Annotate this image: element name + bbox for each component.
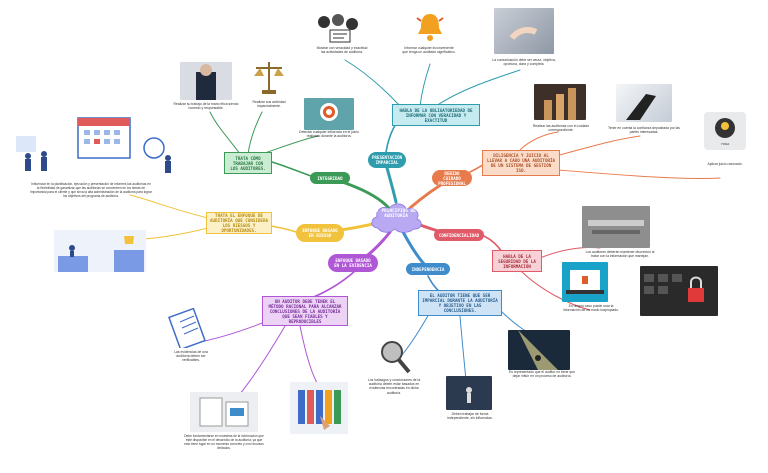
caption-riesgo-info: Influenciar en la planificación, ejecuci… [30,182,152,198]
head-idea-icon: YODA [704,112,746,150]
box-confidencialidad: HABLA DE LA SEGURIDAD DE LA INFORMACIÓN [492,250,542,272]
monitoring-icon [316,12,364,44]
caption-muestras: Debe fundamentarse en muestras de la inf… [184,434,264,450]
office-photo [582,206,650,248]
goal-trophy-icon [54,230,146,272]
businessman-photo [180,62,232,100]
businessman-pointing-photo [616,84,672,122]
caption-uso-info: En ningún caso puede usar la información… [563,304,619,313]
box-independencia: EL AUDITOR TIENE QUE SER IMPARCIAL DURAN… [418,290,502,316]
handshake-photo [494,8,554,54]
magnifier-icon [378,338,412,376]
center-topic: 7 PRINCIPIOS DE AUDITORÍA [368,200,424,234]
caption-importancia: Realizar las auditorías con el cuidado c… [532,124,590,133]
caption-etica: Realizar su trabajo de la mano ética sie… [173,102,239,111]
node-presentacion: PRESENTACIÓN IMPARCIAL [368,152,406,168]
node-independencia: INDEPENDENCIA [406,263,450,275]
calendar-team-icon [14,112,184,178]
binders-icon [290,382,348,434]
node-confidencialidad: CONFIDENCIALIDAD [434,229,484,241]
caption-comunicacion: La comunicación debe ser veraz, objetiva… [492,58,556,67]
checklist-icon [164,308,210,348]
caption-imparcial: Realizar sus actividad imparcialmente. [252,100,286,109]
node-evidencia: ENFOQUE BASADO EN LA EVIDENCIA [328,254,378,272]
alarm-bell-icon [414,10,446,44]
documents-photo [190,392,258,432]
laptop-security-icon [562,262,608,302]
center-label: 7 PRINCIPIOS DE AUDITORÍA [376,209,416,220]
caption-hallazgos: Los hallazgos y conclusiones de la audit… [367,378,421,395]
caption-confianza: Tener en cuenta la confianza depositada … [608,126,681,135]
target-photo [304,98,354,130]
caption-trabajo-libre: Deben trabajar de forma independiente, s… [447,412,493,421]
box-cuidado: DILIGENCIA Y JUICIO AL LLEVAR A CABO UNA… [482,150,560,176]
caption-monitoreo: Mostrar con veracidad y exactitud las ac… [316,46,368,55]
caption-cuidar-info: Los auditores deberán mantener discreció… [585,250,655,259]
caption-juicio: Aplicar juicio razonado. [707,162,743,166]
box-evidencia: UN AUDITOR DEBE TENER EL MÉTODO RACIONAL… [262,296,348,326]
node-integridad: INTEGRIDAD [310,172,350,184]
caption-influencia: Detectar cualquier influencia en el juic… [299,130,359,139]
box-integridad: TRATA CÓMO TRABAJAR CON LOS AUDITORES. [224,152,272,174]
caption-informar: Informar cualquier inconveniente que ten… [402,46,456,55]
wooden-blocks-photo [534,84,586,120]
caption-representar: Es representado que el auditor no tiene … [509,370,575,379]
box-presentacion: HABLA DE LA OBLIGATORIEDAD DE INFORMAR C… [392,104,480,126]
box-riesgo: TRATA EL ENFOQUE DE AUDITORÍA QUE CONSID… [206,212,272,234]
caption-evidencias: Las evidencias de una auditoría deben se… [174,350,208,363]
yoda-label: YODA [720,142,730,146]
keyboard-lock-photo [640,266,718,316]
cloud-shape [371,203,422,233]
scales-icon [252,58,286,96]
alone-person-photo [446,376,492,410]
node-cuidado: DEBIDO CUIDADO PROFESIONAL [432,170,472,186]
spotlight-photo [508,330,570,370]
node-riesgo: ENFOQUE BASADO EN RIESGO [296,224,344,242]
